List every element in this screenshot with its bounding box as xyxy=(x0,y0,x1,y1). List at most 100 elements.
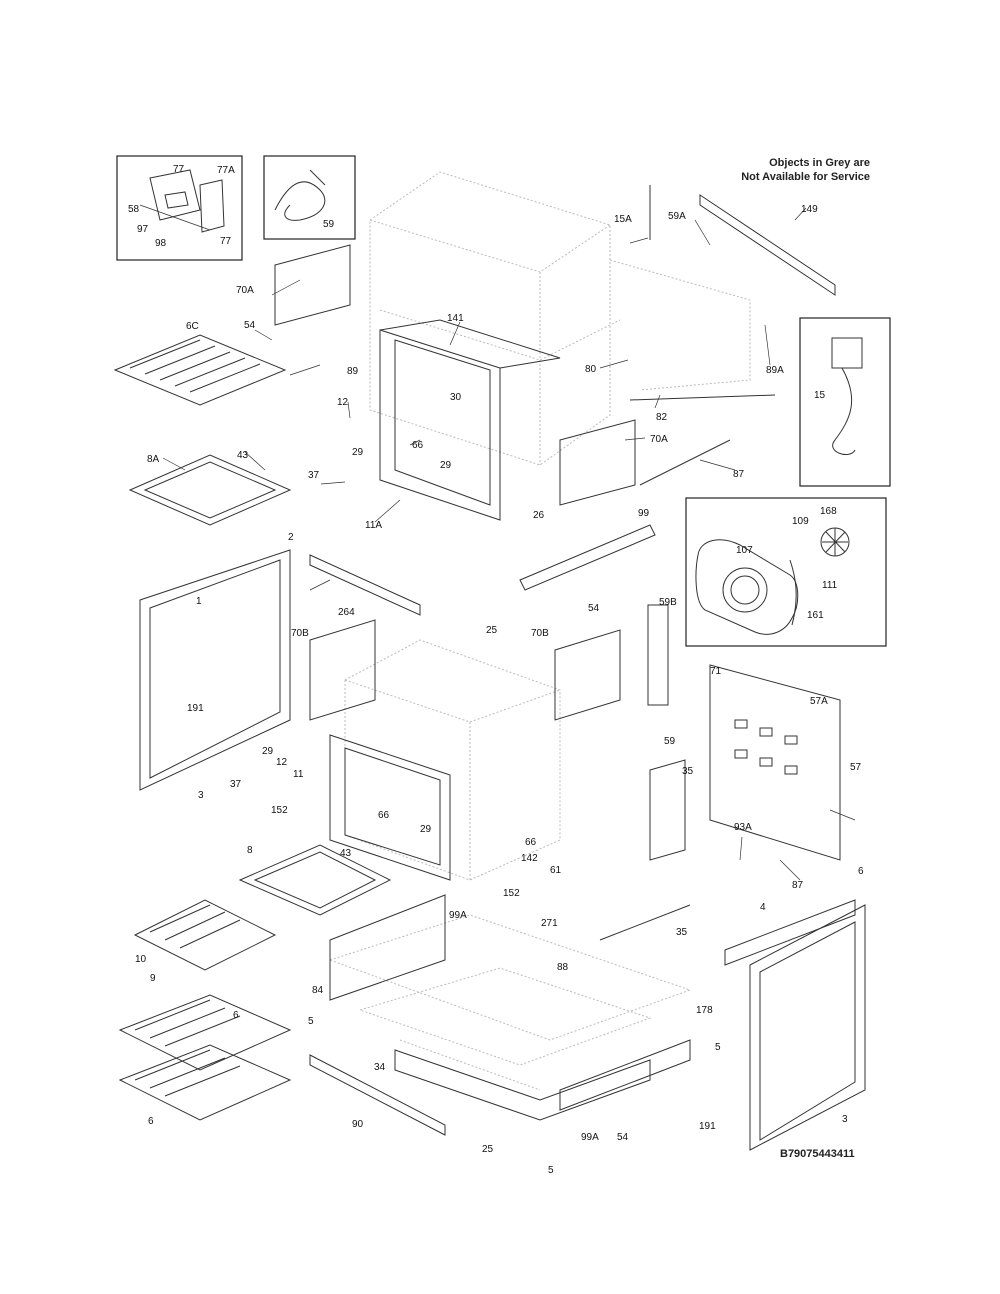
part-label: 9 xyxy=(150,973,156,984)
part-label: 97 xyxy=(137,224,149,235)
part-label: 37 xyxy=(230,779,242,790)
part-label: 35 xyxy=(676,927,688,938)
part-label: 12 xyxy=(276,757,288,768)
part-label: 168 xyxy=(820,506,837,517)
part-label: 4 xyxy=(760,902,766,913)
oven-rack-upper xyxy=(113,334,287,406)
lower-oven-front-frame xyxy=(329,734,451,881)
part-label: 43 xyxy=(340,848,352,859)
part-label: 152 xyxy=(271,805,288,816)
part-label: 66 xyxy=(412,440,424,451)
part-label: 149 xyxy=(801,204,818,215)
part-label: 29 xyxy=(352,447,364,458)
part-label: 77 xyxy=(173,164,185,175)
insulation-panels xyxy=(274,244,686,861)
part-label: 57A xyxy=(810,696,828,707)
part-label: 70A xyxy=(236,285,254,296)
heating-elements xyxy=(599,185,776,941)
diagram-code: B79075443411 xyxy=(780,1148,855,1160)
oven-rack-lower xyxy=(118,994,292,1121)
part-label: 66 xyxy=(378,810,390,821)
part-label: 142 xyxy=(521,853,538,864)
part-label: 1 xyxy=(196,596,202,607)
part-label: 54 xyxy=(588,603,600,614)
upper-oven-front-frame xyxy=(379,319,561,521)
part-label: 141 xyxy=(447,313,464,324)
part-label: 77 xyxy=(220,236,232,247)
trim-strips xyxy=(309,194,856,1136)
part-label: 58 xyxy=(128,204,140,215)
part-label: 59B xyxy=(659,597,677,608)
side-panel-left xyxy=(139,549,291,791)
part-label: 37 xyxy=(308,470,320,481)
part-label: 99 xyxy=(638,508,650,519)
broil-pan-upper xyxy=(128,454,292,526)
part-label: 29 xyxy=(262,746,274,757)
part-label: 111 xyxy=(822,580,838,591)
part-label: 61 xyxy=(550,865,562,876)
grey-objects-note: Objects in Grey are Not Available for Se… xyxy=(720,156,870,184)
part-label: 34 xyxy=(374,1062,386,1073)
inset-box-convection-fan xyxy=(685,497,887,647)
part-label: 109 xyxy=(792,516,809,527)
part-label: 66 xyxy=(525,837,537,848)
part-label: 8A xyxy=(147,454,160,465)
part-label: 15 xyxy=(814,390,826,401)
part-label: 59 xyxy=(323,219,335,230)
part-label: 77A xyxy=(217,165,235,176)
part-label: 54 xyxy=(617,1132,629,1143)
part-label: 70B xyxy=(531,628,549,639)
part-label: 5 xyxy=(715,1042,721,1053)
part-label: 11 xyxy=(293,769,304,780)
part-label: 89A xyxy=(766,365,784,376)
part-label: 264 xyxy=(338,607,355,618)
part-label: 161 xyxy=(807,610,824,621)
convection-fan-part xyxy=(695,527,850,635)
part-label: 5 xyxy=(548,1165,554,1176)
part-label: 26 xyxy=(533,510,545,521)
part-label: 271 xyxy=(541,918,558,929)
part-label: 152 xyxy=(503,888,520,899)
base-pan xyxy=(328,914,692,1091)
side-panel-right xyxy=(749,904,866,1151)
part-label: 70A xyxy=(650,434,668,445)
part-label: 59A xyxy=(668,211,686,222)
part-label: 84 xyxy=(312,985,324,996)
inset-box-sensor xyxy=(799,317,891,487)
part-label: 2 xyxy=(288,532,294,543)
part-label: 6C xyxy=(186,321,199,332)
part-label: 6 xyxy=(858,866,864,877)
part-label: 25 xyxy=(486,625,498,636)
part-label: 3 xyxy=(842,1114,848,1125)
part-label: 99A xyxy=(581,1132,599,1143)
part-label: 59 xyxy=(664,736,676,747)
part-label: 57 xyxy=(850,762,862,773)
part-label: 6 xyxy=(233,1010,239,1021)
part-label: 90 xyxy=(352,1119,364,1130)
latch-assembly-part xyxy=(149,169,225,233)
part-label: 29 xyxy=(420,824,432,835)
part-label: 29 xyxy=(440,460,452,471)
part-label: 191 xyxy=(187,703,204,714)
part-label: 70B xyxy=(291,628,309,639)
part-label: 178 xyxy=(696,1005,713,1016)
part-label: 15A xyxy=(614,214,632,225)
inset-box-latch xyxy=(116,155,243,261)
broiler-grid xyxy=(133,899,277,971)
inset-box-wiring xyxy=(263,155,356,240)
part-label: 93A xyxy=(734,822,752,833)
part-label: 87 xyxy=(733,469,745,480)
drawer-body xyxy=(394,1049,651,1121)
part-label: 6 xyxy=(148,1116,154,1127)
part-label: 87 xyxy=(792,880,804,891)
part-label: 191 xyxy=(699,1121,716,1132)
part-labels: 77 77A 58 97 98 77 59 70A 54 6C 89 141 1… xyxy=(128,164,864,1176)
part-label: 3 xyxy=(198,790,204,801)
part-label: 89 xyxy=(347,366,359,377)
part-label: 88 xyxy=(557,962,569,973)
part-label: 5 xyxy=(308,1016,314,1027)
part-label: 12 xyxy=(337,397,349,408)
wiring-harness-part xyxy=(274,169,326,221)
part-label: 8 xyxy=(247,845,253,856)
